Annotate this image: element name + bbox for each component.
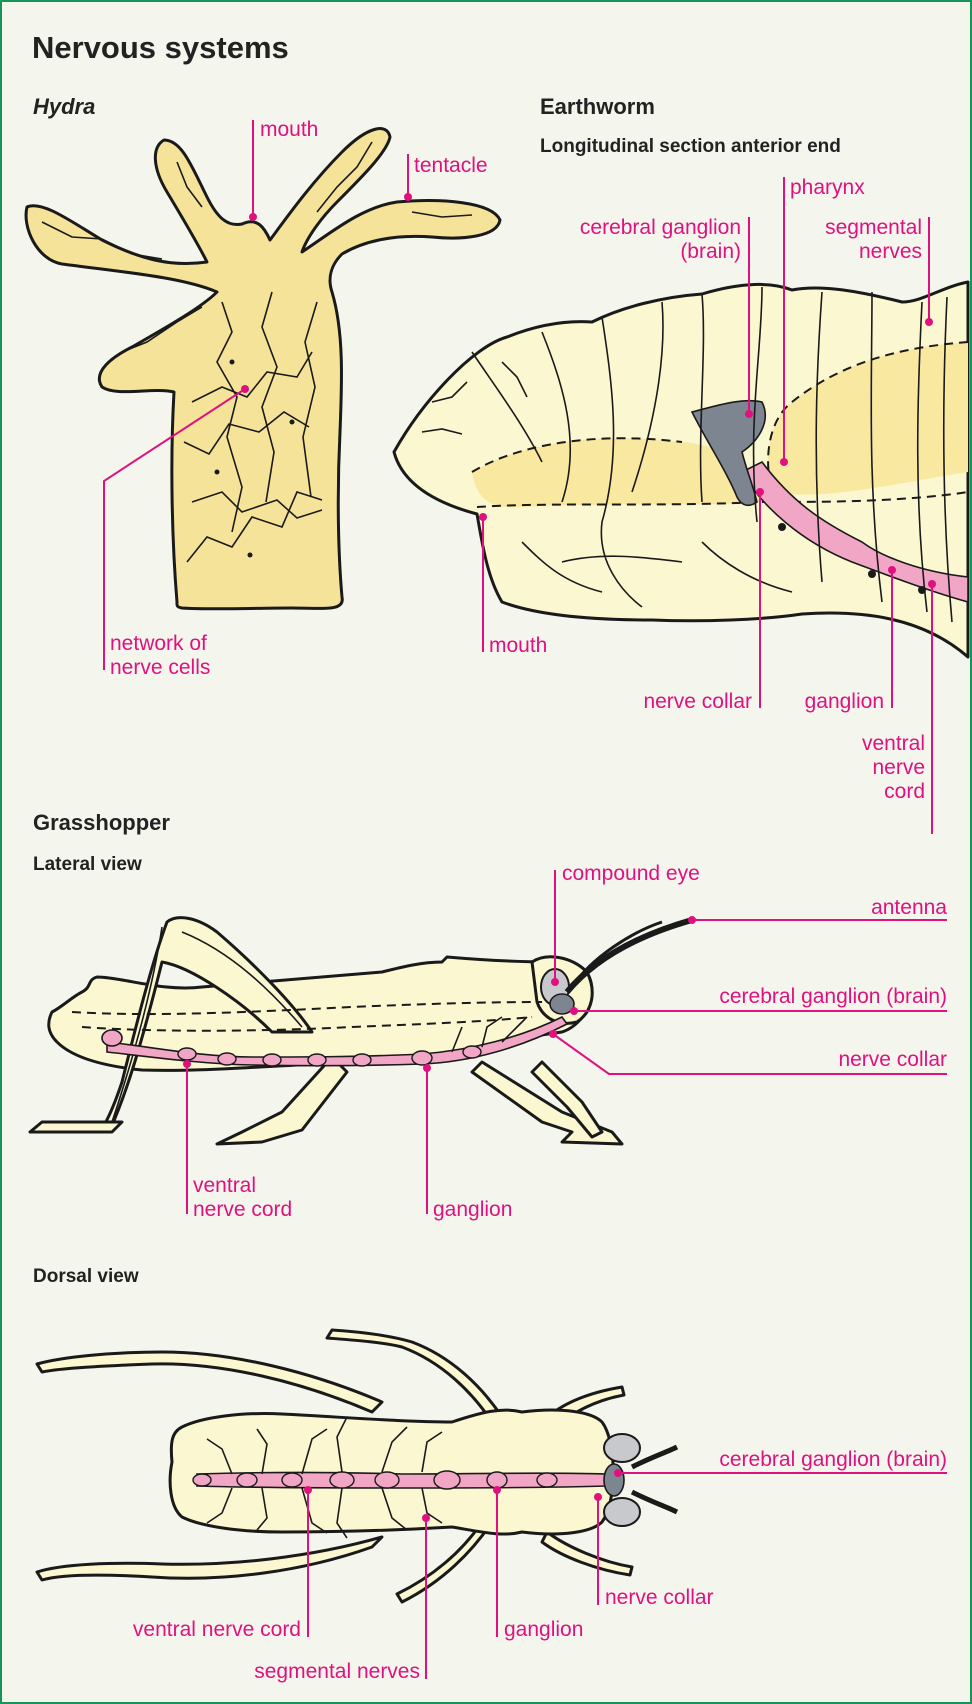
lateral-ganglion-label: ganglion — [433, 1198, 512, 1221]
lateral-nerve-collar-label: nerve collar — [838, 1048, 947, 1071]
lateral-heading: Lateral view — [33, 854, 142, 875]
grasshopper-heading: Grasshopper — [33, 810, 170, 835]
hydra-illustration — [26, 129, 500, 609]
dorsal-ganglion-label: ganglion — [504, 1618, 583, 1641]
worm-ventral-label-3: cord — [884, 780, 925, 803]
dorsal-heading: Dorsal view — [33, 1266, 139, 1287]
lateral-ventral-label-1: ventral — [193, 1174, 256, 1197]
worm-pharynx-label: pharynx — [790, 176, 865, 199]
worm-cerebral-label-2: (brain) — [680, 240, 741, 263]
dorsal-ventral-label: ventral nerve cord — [133, 1618, 301, 1641]
dorsal-nerve-collar-label: nerve collar — [605, 1586, 714, 1609]
hydra-network-label-2: nerve cells — [110, 656, 210, 679]
worm-ventral-label-2: nerve — [872, 756, 925, 779]
lateral-cerebral-label: cerebral ganglion (brain) — [719, 985, 947, 1008]
earthworm-illustration — [394, 282, 968, 657]
worm-ganglion-label: ganglion — [805, 690, 884, 713]
hydra-tentacle-label: tentacle — [414, 154, 488, 177]
lateral-compound-eye-label: compound eye — [562, 862, 700, 885]
worm-segmental-label-2: nerves — [859, 240, 922, 263]
dorsal-cerebral-label: cerebral ganglion (brain) — [719, 1448, 947, 1471]
worm-cerebral-label-1: cerebral ganglion — [580, 216, 741, 239]
grasshopper-dorsal-illustration — [37, 1330, 677, 1602]
page-title: Nervous systems — [32, 30, 289, 65]
worm-mouth-label: mouth — [489, 634, 547, 657]
earthworm-subheading: Longitudinal section anterior end — [540, 136, 841, 157]
lateral-antenna-label: antenna — [871, 896, 947, 919]
hydra-heading: Hydra — [33, 94, 95, 119]
grasshopper-lateral-illustration — [30, 918, 692, 1144]
hydra-network-label-1: network of — [110, 632, 207, 655]
worm-nerve-collar-label: nerve collar — [643, 690, 752, 713]
earthworm-heading: Earthworm — [540, 94, 655, 119]
lateral-ventral-label-2: nerve cord — [193, 1198, 292, 1221]
hydra-mouth-label: mouth — [260, 118, 318, 141]
worm-ventral-label-1: ventral — [862, 732, 925, 755]
dorsal-segmental-label: segmental nerves — [254, 1660, 420, 1683]
worm-segmental-label-1: segmental — [825, 216, 922, 239]
